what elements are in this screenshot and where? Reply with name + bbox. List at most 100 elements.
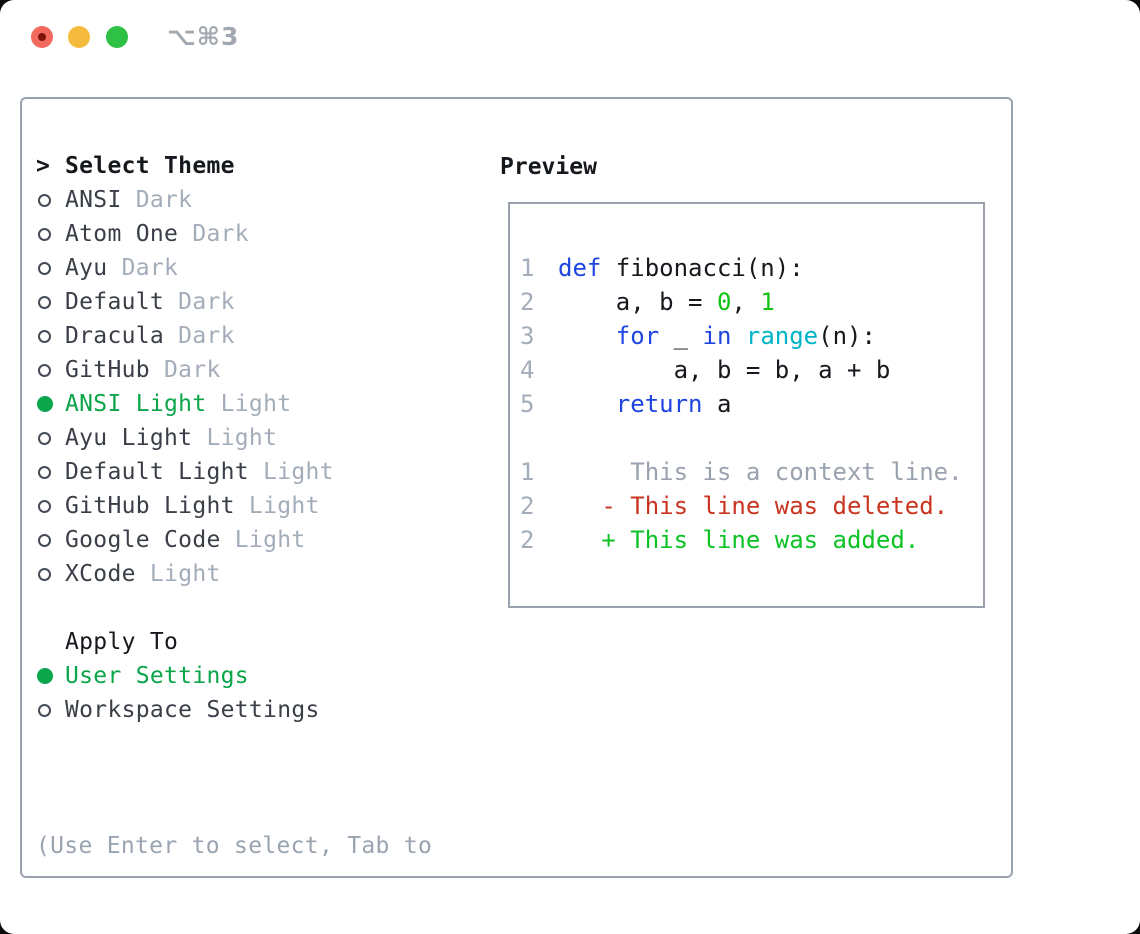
preview-pane: 1 def fibonacci(n): 2 a, b = 0, 1 3 for _ i… (508, 202, 985, 608)
theme-item-xcode[interactable]: XCode Light (36, 557, 334, 591)
theme-item-ayu-variant: Dark (107, 255, 179, 281)
line-number: 2 (520, 526, 535, 554)
radio-unselected-icon (36, 363, 65, 377)
theme-item-ayu-light[interactable]: Ayu Light Light (36, 421, 334, 455)
code-token-kw: return (615, 390, 703, 418)
filled-circle-icon (37, 396, 53, 412)
code-line-4: 4 a, b = b, a + b (510, 353, 983, 387)
preview-code: 1 def fibonacci(n): 2 a, b = 0, 1 3 for _ i… (510, 204, 983, 606)
theme-item-github[interactable]: GitHub Dark (36, 353, 334, 387)
code-line-8: 2 - This line was deleted. (510, 489, 983, 523)
code-token-plain: a, b = (558, 288, 717, 316)
apply-to-header-row: Apply To (36, 625, 320, 659)
theme-item-default-light-label: Default Light (65, 459, 249, 485)
theme-item-dracula[interactable]: Dracula Dark (36, 319, 334, 353)
theme-item-atom-one-variant: Dark (178, 221, 249, 247)
code-token-plain (558, 322, 616, 350)
help-text: (Use Enter to select, Tab to change focu… (36, 761, 432, 934)
theme-item-google-code-label: Google Code (65, 527, 221, 553)
radio-unselected-icon (36, 261, 65, 275)
radio-unselected-icon (36, 227, 65, 241)
code-token-num: 0 (716, 288, 732, 316)
line-number: 2 (520, 288, 535, 316)
zoom-button[interactable] (106, 26, 128, 48)
radio-unselected-icon (36, 533, 65, 547)
code-token-add: + This line was added. (558, 526, 920, 554)
code-line-9: 2 + This line was added. (510, 523, 983, 557)
hollow-circle-icon (38, 329, 51, 343)
code-line-7: 1 This is a context line. (510, 455, 983, 489)
hollow-circle-icon (38, 363, 51, 377)
theme-item-google-code-variant: Light (220, 527, 306, 553)
filled-circle-icon (37, 668, 53, 684)
theme-item-github-light-variant: Light (234, 493, 320, 519)
theme-item-default-light-variant: Light (248, 459, 334, 485)
theme-item-ayu-light-variant: Light (192, 425, 278, 451)
hollow-circle-icon (38, 703, 51, 717)
code-token-kw: for (615, 322, 660, 350)
theme-item-github-light-label: GitHub Light (65, 493, 235, 519)
code-token-kw: def (558, 254, 602, 282)
preview-title: Preview (500, 154, 597, 180)
apply-option-workspace-settings[interactable]: Workspace Settings (36, 693, 320, 727)
theme-item-default-variant: Dark (164, 289, 235, 315)
line-number: 1 (520, 254, 535, 282)
code-token-plain: fibonacci(n): (601, 254, 804, 282)
theme-item-ansi-light-variant: Light (206, 391, 292, 417)
theme-item-github-light[interactable]: GitHub Light Light (36, 489, 334, 523)
hollow-circle-icon (38, 431, 51, 445)
radio-unselected-icon (36, 295, 65, 309)
code-token-plain: a, b = b, a + b (558, 356, 891, 384)
line-number: 3 (520, 322, 535, 350)
theme-item-ayu-light-label: Ayu Light (65, 425, 193, 451)
radio-selected-icon (36, 668, 65, 684)
theme-list-title: Select Theme (65, 153, 235, 179)
theme-item-github-label: GitHub (65, 357, 150, 383)
theme-item-ansi-light-label: ANSI Light (65, 391, 207, 417)
radio-unselected-icon (36, 499, 65, 513)
hollow-circle-icon (38, 465, 51, 479)
code-line-blank (510, 421, 983, 455)
theme-item-default[interactable]: Default Dark (36, 285, 334, 319)
theme-item-atom-one-label: Atom One (65, 221, 179, 247)
theme-item-google-code[interactable]: Google Code Light (36, 523, 334, 557)
theme-item-ayu-label: Ayu (65, 255, 108, 281)
code-token-kw: in (702, 322, 732, 350)
theme-item-ansi-light[interactable]: ANSI Light Light (36, 387, 334, 421)
theme-list-header-row: > Select Theme (36, 149, 334, 183)
focus-caret-icon: > (36, 153, 51, 179)
line-number: 4 (520, 356, 535, 384)
radio-unselected-icon (36, 329, 65, 343)
line-number: 5 (520, 390, 535, 418)
code-token-num: 1 (760, 288, 775, 316)
hollow-circle-icon (38, 533, 51, 547)
help-text-line1: (Use Enter to select, Tab to (36, 833, 433, 859)
code-token-plain: , (731, 288, 761, 316)
code-token-ctx: This is a context line. (558, 458, 963, 486)
theme-item-atom-one[interactable]: Atom One Dark (36, 217, 334, 251)
code-token-builtin: range (745, 322, 819, 350)
theme-item-xcode-label: XCode (65, 561, 136, 587)
code-token-plain: _ (659, 322, 703, 350)
theme-item-xcode-variant: Light (135, 561, 221, 587)
apply-option-user-settings[interactable]: User Settings (36, 659, 320, 693)
close-button[interactable] (31, 26, 53, 48)
code-token-plain: a (702, 390, 732, 418)
radio-unselected-icon (36, 703, 65, 717)
theme-item-ayu[interactable]: Ayu Dark (36, 251, 334, 285)
radio-unselected-icon (36, 465, 65, 479)
dialog-frame (20, 97, 1013, 878)
code-line-5: 5 return a (510, 387, 983, 421)
theme-item-github-variant: Dark (149, 357, 221, 383)
theme-item-default-light[interactable]: Default Light Light (36, 455, 334, 489)
keyboard-shortcut-label: ⌥⌘3 (167, 22, 240, 51)
theme-item-default-label: Default (65, 289, 165, 315)
radio-selected-icon (36, 396, 65, 412)
minimize-button[interactable] (68, 26, 90, 48)
theme-item-ansi[interactable]: ANSI Dark (36, 183, 334, 217)
code-token-plain (731, 322, 745, 350)
radio-unselected-icon (36, 567, 65, 581)
